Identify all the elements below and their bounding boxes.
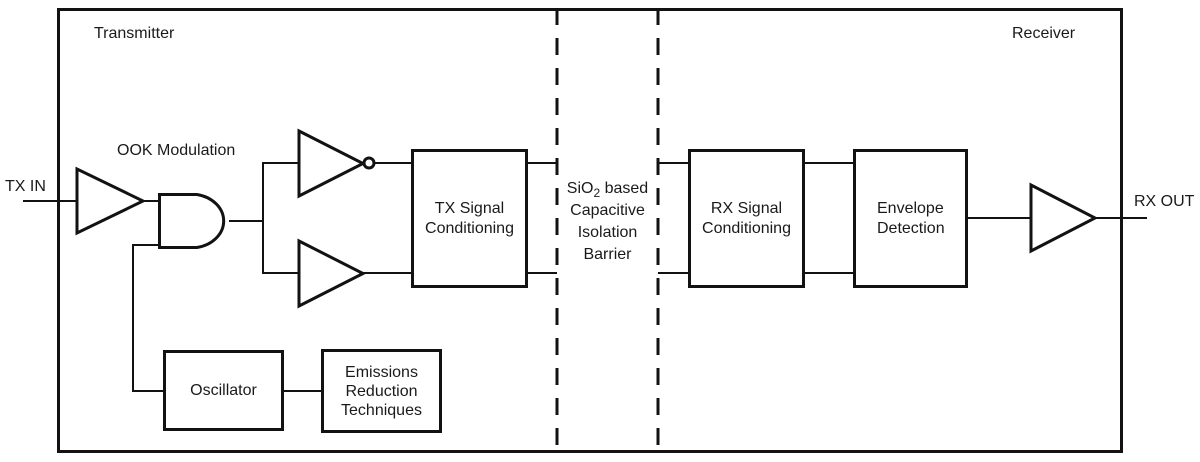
oscillator-block: Oscillator [163,350,284,431]
tx-in-label: TX IN [5,178,46,195]
envelope-detection-label: Envelope Detection [877,199,945,237]
tx-signal-conditioning-label: TX Signal Conditioning [425,199,514,237]
inverter-icon [297,128,367,199]
barrier-line1-pre: SiO [566,180,594,197]
receiver-label: Receiver [1012,25,1076,42]
and-gate-icon [158,193,226,249]
tx-input-buffer-icon [75,166,147,236]
rx-output-buffer-icon [1029,182,1099,254]
rx-signal-conditioning-label: RX Signal Conditioning [702,199,791,237]
oscillator-label: Oscillator [190,381,257,399]
barrier-line1-post: based [600,180,649,197]
emissions-reduction-block: Emissions Reduction Techniques [321,349,442,433]
transmitter-label: Transmitter [94,25,175,42]
rx-out-label: RX OUT [1134,193,1195,210]
barrier-line-3: Isolation [577,224,638,241]
rx-signal-conditioning-block: RX Signal Conditioning [688,149,805,288]
wires [23,162,1147,392]
buffer-icon [297,238,367,309]
barrier-line-2: Capacitive [570,202,645,219]
tx-signal-conditioning-block: TX Signal Conditioning [411,149,528,288]
barrier-line-1: SiO2 based [559,178,656,200]
barrier-line1-sub: 2 [593,186,601,201]
inverter-bubble-icon [362,156,376,170]
wire-oscillator-to-and [132,244,163,392]
isolation-barrier-label: SiO2 based Capacitive Isolation Barrier [559,178,656,266]
isolation-barrier-lines [555,8,660,453]
emissions-reduction-label: Emissions Reduction Techniques [341,363,422,419]
ook-modulation-label: OOK Modulation [117,142,236,159]
envelope-detection-block: Envelope Detection [853,149,968,288]
logic-symbols [75,128,1099,309]
barrier-line-4: Barrier [583,246,632,263]
device-boundary [57,8,1123,453]
